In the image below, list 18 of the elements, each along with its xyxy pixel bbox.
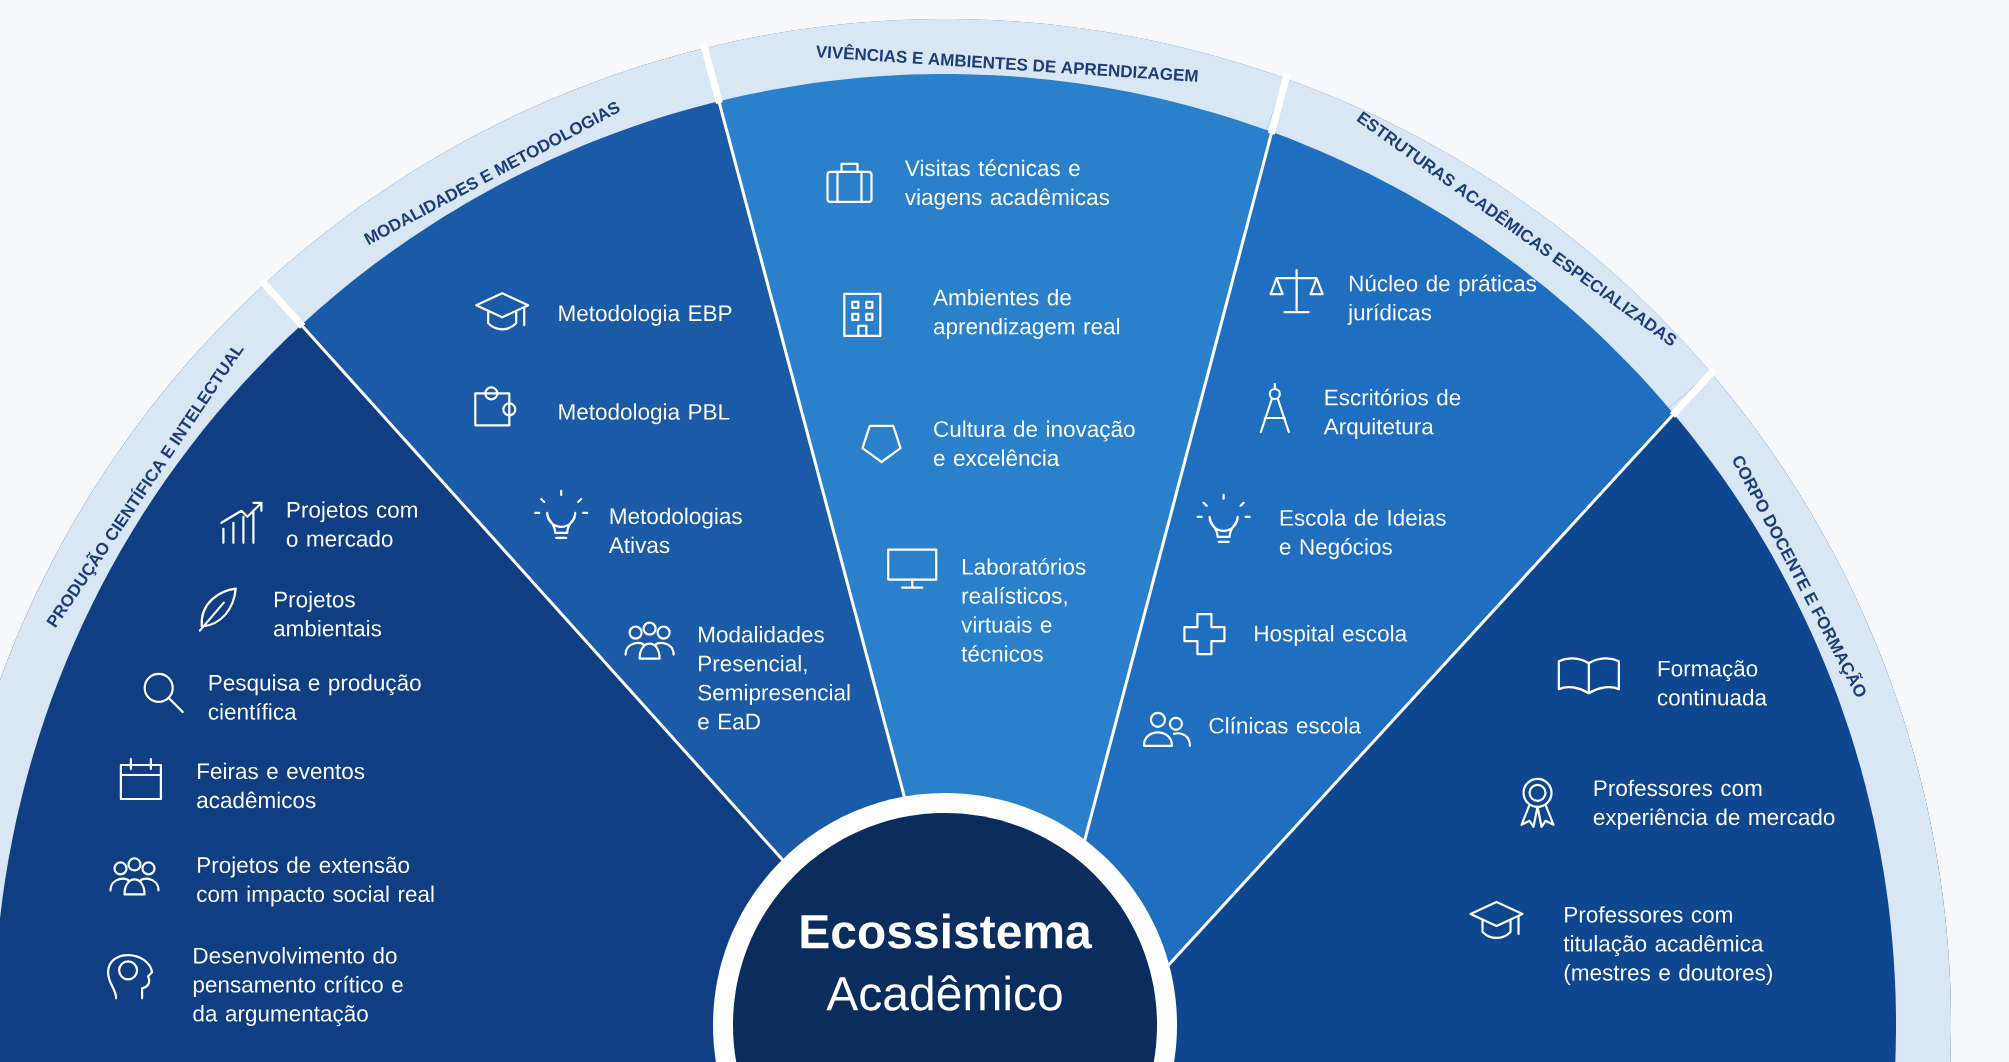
item-label: Projetos com o mercado: [286, 501, 417, 547]
item-label: Modalidades Presencial, Semipresencial e EaD: [698, 626, 850, 730]
item-label: Núcleo de práticas jurídicas: [1347, 274, 1537, 325]
item-label: Projetos de extensão com impacto social real: [197, 856, 434, 907]
item-label: Clínicas escola: [1209, 716, 1361, 734]
item-label: Ambientes de aprendizagem real: [933, 288, 1120, 339]
item-label: Hospital escola: [1255, 625, 1408, 646]
item-label: Cultura de inovação e excelência: [933, 420, 1135, 467]
band-segment: VIVÊNCIAS E AMBIENTES DE APRENDIZAGEM: [704, 19, 1286, 130]
item-label: Desenvolvimento do pensamento crítico e da argumentação: [193, 947, 403, 1027]
item-label: Metodologia PBL: [559, 403, 730, 425]
item-label: Pesquisa e produção científica: [208, 674, 421, 720]
item-label: Visitas técnicas e viagens acadêmicas: [904, 159, 1110, 210]
item-label: Projetos ambientais: [274, 590, 382, 637]
item-label: Laboratórios realísticos, virtuais e técnicos: [961, 558, 1086, 662]
item-label: Metodologias Ativas: [608, 507, 742, 554]
item-label: Escola de Ideias e Negócios: [1279, 509, 1446, 560]
item-label: Feiras e eventos acadêmicos: [197, 762, 365, 809]
